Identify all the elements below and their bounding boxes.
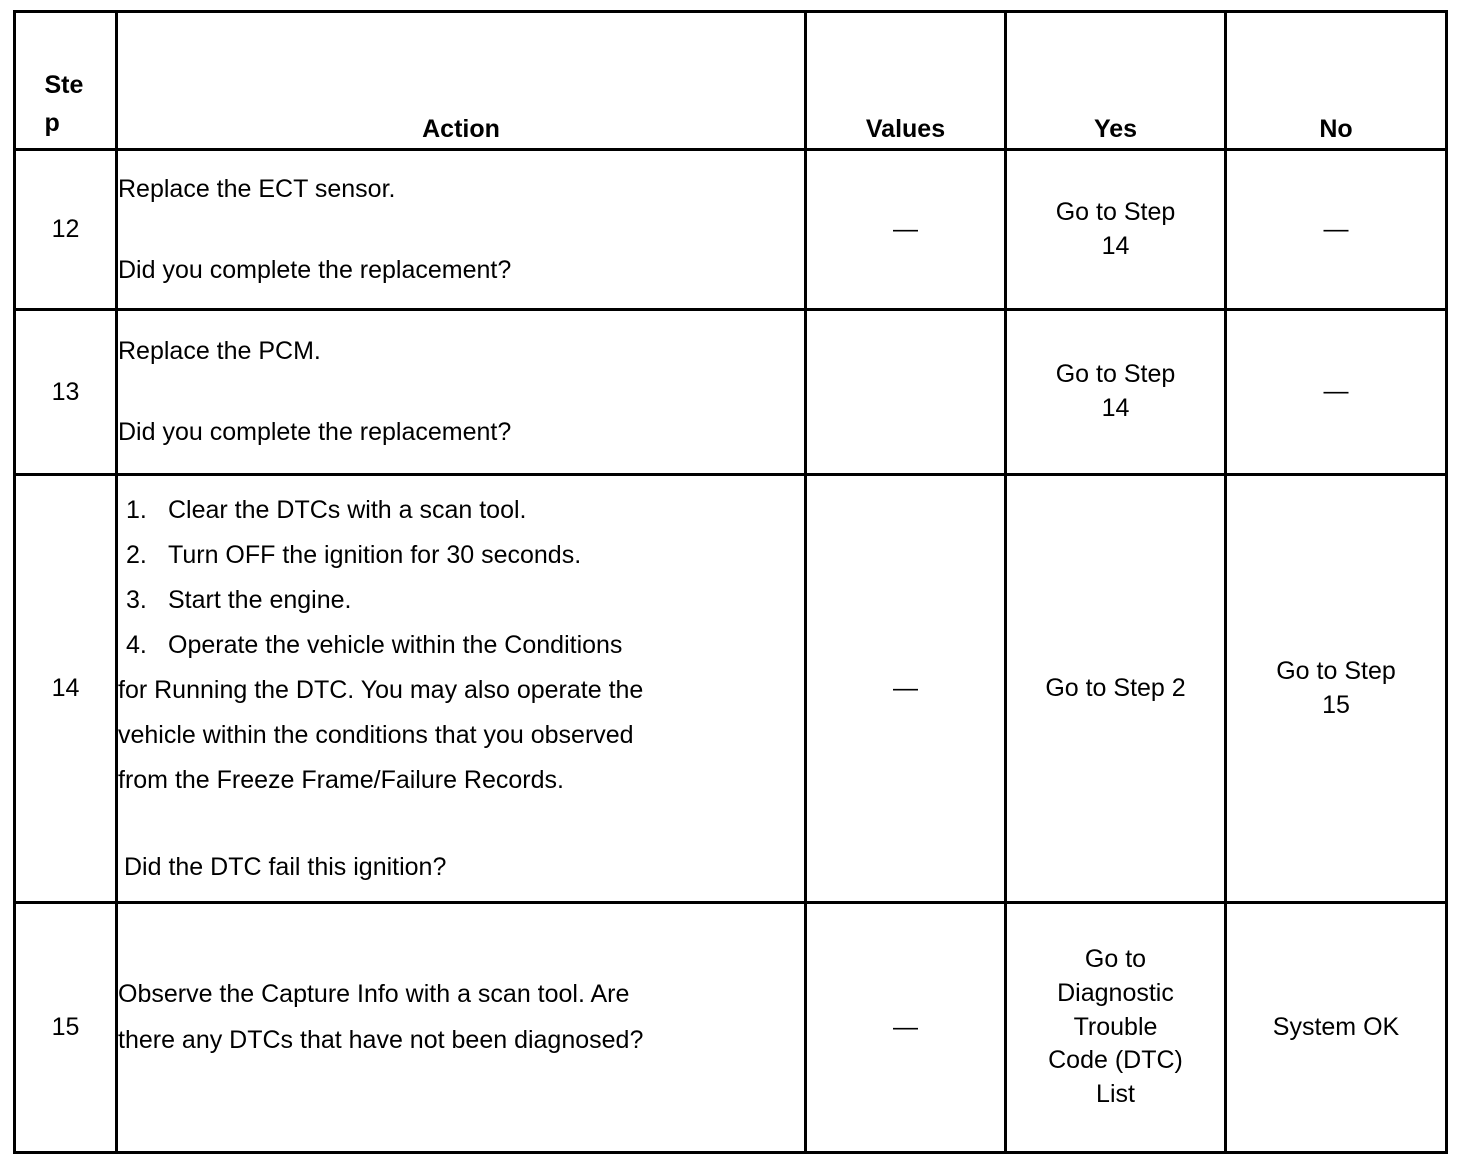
no-line-1: Go to Step [1276,656,1396,685]
column-header-yes: Yes [1004,10,1227,151]
yes-line-2: 14 [1101,394,1130,422]
action-line-2: there any DTCs that have not been diagno… [118,1025,644,1054]
table-row: 12 Replace the ECT sensor. Did you compl… [13,148,1448,311]
no-dash: — [1323,214,1349,243]
list-item: 3. Start the engine. [118,585,804,614]
step-number: 13 [13,308,118,476]
step-values: — [804,473,1007,904]
step-values [804,308,1007,476]
table-row: 13 Replace the PCM. Did you complete the… [13,308,1448,476]
values-dash: — [893,1012,918,1041]
yes-line-1: Go to [1084,945,1147,974]
step-yes-result: Go to Step 2 [1004,473,1227,904]
list-item-number: 3. [126,585,147,614]
step-action: Replace the PCM. Did you complete the re… [115,308,807,476]
table-row: 15 Observe the Capture Info with a scan … [13,901,1448,1154]
step-yes-result: Go to Step 14 [1004,148,1227,311]
column-header-action: Action [115,10,807,151]
action-instruction: Replace the ECT sensor. [118,174,396,203]
list-item-number: 1. [126,495,147,524]
list-item-text: Operate the vehicle within the Condition… [168,630,623,659]
step-no-result: System OK [1224,901,1448,1154]
step-number: 14 [13,473,118,904]
action-question: Did you complete the replacement? [118,255,512,284]
values-dash: — [893,214,918,243]
yes-line-2: 14 [1101,231,1130,260]
column-header-no: No [1224,10,1448,151]
no-line-2: 15 [1322,690,1350,719]
step-no-result: — [1224,148,1448,311]
values-dash: — [893,673,918,702]
list-item: 1. Clear the DTCs with a scan tool. [118,495,804,524]
column-header-step: Step [13,10,118,151]
step-yes-result: Go to Diagnostic Trouble Code (DTC) List [1004,901,1227,1154]
list-item-text: Start the engine. [168,585,352,614]
column-header-step-label: Step [44,70,84,138]
action-question: Did you complete the replacement? [118,418,512,446]
yes-line-1: Go to Step [1055,197,1176,226]
list-continuation-line: for Running the DTC. You may also operat… [118,675,644,704]
list-item-number: 4. [126,630,147,659]
yes-line-3: Trouble [1073,1012,1158,1041]
yes-line-5: List [1096,1080,1135,1109]
step-action: 1. Clear the DTCs with a scan tool. 2. Tur… [115,473,807,904]
yes-line-2: Diagnostic [1057,978,1174,1007]
no-dash: — [1323,377,1349,406]
column-header-values: Values [804,10,1007,151]
step-action: Replace the ECT sensor. Did you complete… [115,148,807,311]
step-number: 15 [13,901,118,1154]
action-question: Did the DTC fail this ignition? [124,852,447,881]
action-line-1: Observe the Capture Info with a scan too… [118,979,630,1008]
step-number: 12 [13,148,118,311]
step-values: — [804,148,1007,311]
list-item-text: Clear the DTCs with a scan tool. [168,495,527,524]
step-no-result: — [1224,308,1448,476]
step-action: Observe the Capture Info with a scan too… [115,901,807,1154]
table-header-row: Step Action Values Yes No [13,10,1448,151]
action-instruction: Replace the PCM. [118,337,321,365]
list-item-number: 2. [126,540,147,569]
yes-line-1: Go to Step [1055,360,1176,389]
step-yes-result: Go to Step 14 [1004,308,1227,476]
step-values: — [804,901,1007,1154]
diagnostic-step-table: Step Action Values Yes No 12 Replace the… [13,10,1448,1154]
step-no-result: Go to Step 15 [1224,473,1448,904]
list-continuation-line: vehicle within the conditions that you o… [118,720,634,749]
yes-line-4: Code (DTC) [1048,1046,1183,1075]
list-continuation-line: from the Freeze Frame/Failure Records. [118,765,564,794]
list-item: 2. Turn OFF the ignition for 30 seconds. [118,540,804,569]
table-row: 14 1. Clear the DTCs with a scan tool. 2.… [13,473,1448,904]
list-item: 4. Operate the vehicle within the Conditi… [118,630,804,659]
list-item-text: Turn OFF the ignition for 30 seconds. [168,540,582,569]
